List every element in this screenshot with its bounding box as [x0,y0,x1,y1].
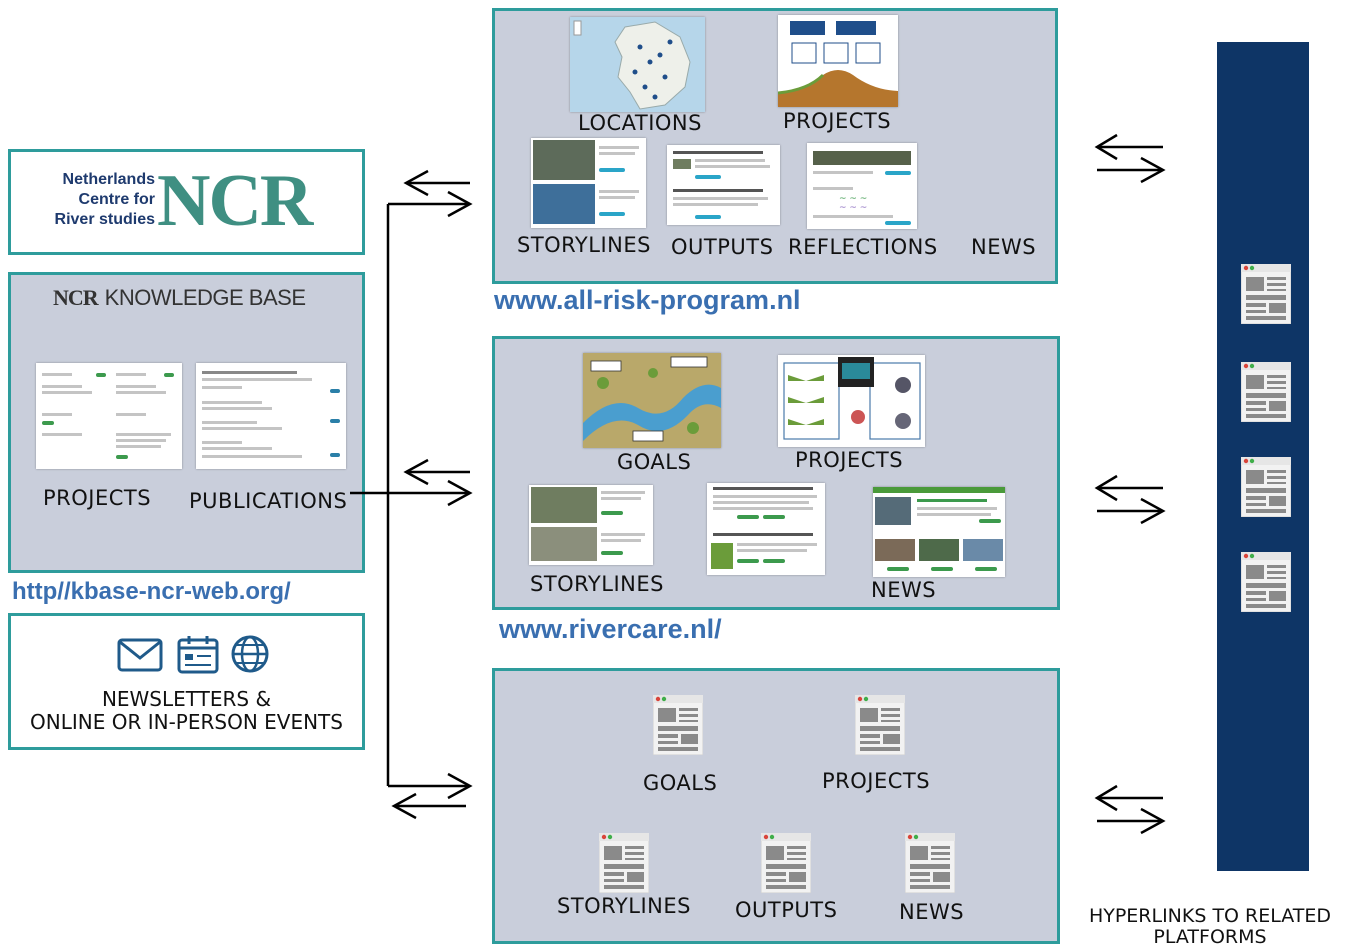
all-risk-panel: LOCATIONS PROJECTS ~ ~ ~~ ~ ~ STORYLINES… [492,8,1058,284]
rivercare-projects-thumbnail[interactable] [778,355,925,447]
kbase-header-mark: NCR [53,285,99,310]
all-risk-url[interactable]: www.all-risk-program.nl [494,285,801,315]
related-platforms-caption: HYPERLINKS TO RELATED PLATFORMS [1072,906,1348,948]
rivercare-projects-label: PROJECTS [795,448,904,472]
third-projects-label: PROJECTS [822,769,931,793]
knowledge-base-panel: NCR KNOWLEDGE BASE PROJECTS PUBLICATIONS [8,272,365,573]
goals-webpage-icon[interactable] [653,695,703,755]
related-platform-3-icon[interactable] [1241,457,1291,517]
all-risk-storylines-thumbnail[interactable] [531,138,646,228]
rivercare-panel: GOALS PROJECTS STORYLINES NEWS [492,336,1060,610]
news-webpage-icon[interactable] [905,833,955,893]
kbase-publications-thumbnail[interactable] [196,363,346,469]
related-platform-4-icon[interactable] [1241,552,1291,612]
all-risk-reflections-thumbnail[interactable]: ~ ~ ~~ ~ ~ [807,143,917,229]
rivercare-storylines-label: STORYLINES [530,572,664,596]
outputs-webpage-icon[interactable] [761,833,811,893]
all-risk-outputs-label: OUTPUTS [671,235,774,259]
kbase-header-text: KNOWLEDGE BASE [104,285,306,310]
related-platform-1-icon[interactable] [1241,264,1291,324]
rivercare-news-label: NEWS [871,578,937,602]
all-risk-news-label: NEWS [971,235,1037,259]
projects-webpage-icon[interactable] [855,695,905,755]
rivercare-outputs-thumbnail[interactable] [707,483,825,575]
all-risk-projects-label: PROJECTS [783,109,892,133]
all-risk-outputs-thumbnail[interactable] [667,145,780,225]
locations-map-thumbnail[interactable] [570,17,705,112]
third-goals-label: GOALS [643,771,718,795]
ncr-logo-mark: NCR [157,160,313,242]
globe-icon [229,634,271,674]
related-caption-line1: HYPERLINKS TO RELATED [1088,905,1332,927]
all-risk-locations-label: LOCATIONS [578,111,702,135]
events-text: NEWSLETTERS & ONLINE OR IN-PERSON EVENTS [11,688,362,734]
events-line2: ONLINE OR IN-PERSON EVENTS [30,710,343,734]
rivercare-goals-label: GOALS [617,450,692,474]
third-platform-panel: GOALS PROJECTS STORYLINES OUTPUTS NEWS [492,668,1060,944]
rivercare-news-thumbnail[interactable] [873,487,1005,577]
ncr-logo-box: Netherlands Centre for River studies NCR [8,149,365,255]
projects-diagram-thumbnail[interactable] [778,15,898,107]
third-storylines-label: STORYLINES [557,894,691,918]
calendar-icon [177,634,219,674]
events-line1: NEWSLETTERS & [101,687,272,711]
kbase-projects-label: PROJECTS [43,486,152,510]
ncr-logo-line2: Centre for [78,191,155,208]
kbase-header: NCR KNOWLEDGE BASE [53,285,306,311]
rivercare-storylines-thumbnail[interactable] [529,485,653,565]
ncr-logo-line1: Netherlands [62,171,155,188]
related-platforms-bar [1217,42,1309,871]
all-risk-storylines-label: STORYLINES [517,233,651,257]
third-outputs-label: OUTPUTS [735,898,838,922]
events-box: NEWSLETTERS & ONLINE OR IN-PERSON EVENTS [8,613,365,750]
kbase-publications-label: PUBLICATIONS [189,489,348,513]
envelope-icon [117,636,163,674]
storylines-webpage-icon[interactable] [599,833,649,893]
related-caption-line2: PLATFORMS [1153,926,1267,948]
rivercare-goals-thumbnail[interactable] [583,353,721,448]
ncr-logo-text: Netherlands Centre for River studies [23,170,155,230]
rivercare-url[interactable]: www.rivercare.nl/ [499,614,722,644]
all-risk-reflections-label: REFLECTIONS [788,235,938,259]
third-news-label: NEWS [899,900,965,924]
kbase-projects-thumbnail[interactable] [36,363,182,469]
ncr-logo-line3: River studies [54,211,155,228]
kbase-url[interactable]: http//kbase-ncr-web.org/ [12,578,291,605]
related-platform-2-icon[interactable] [1241,362,1291,422]
